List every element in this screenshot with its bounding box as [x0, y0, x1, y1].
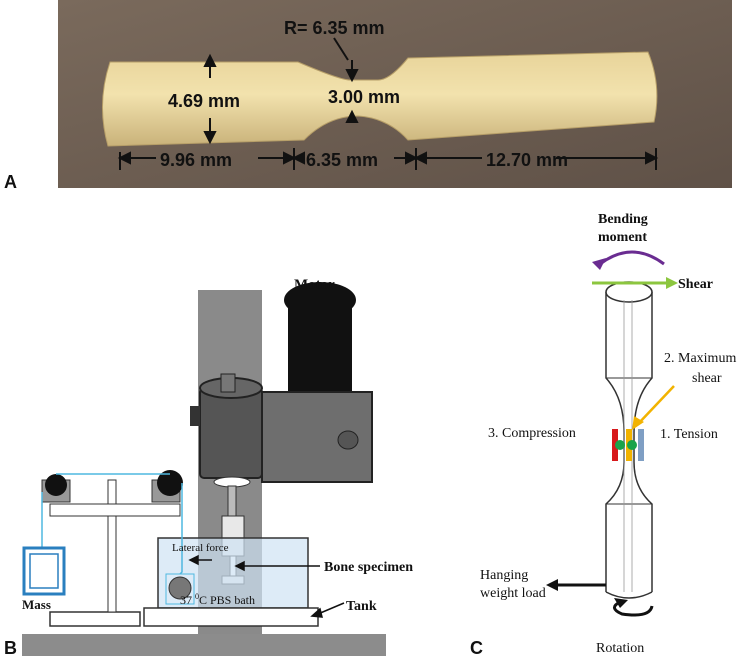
- neck-diameter-label: 3.00 mm: [328, 87, 400, 107]
- floor-base: [22, 634, 386, 656]
- tension-marker: [638, 429, 644, 461]
- motor-label: Motor: [294, 277, 335, 293]
- stand-post: [107, 479, 117, 613]
- hanging-label-line1: Hanging: [480, 568, 528, 583]
- specimen-bottom: [605, 591, 653, 599]
- stand-arm: [49, 503, 181, 517]
- max-shear-label-line2: shear: [692, 371, 722, 386]
- shear-arrowhead: [666, 277, 678, 289]
- bone-specimen-shape: [102, 51, 658, 147]
- lateral-force-arrowhead: [188, 554, 199, 566]
- stand-base: [49, 611, 141, 627]
- neck-length-label: 6.35 mm: [306, 150, 378, 170]
- radius-label: R= 6.35 mm: [284, 18, 385, 38]
- max-shear-arrowhead: [632, 416, 644, 430]
- compression-label: 3. Compression: [488, 426, 576, 441]
- rotation-label: Rotation: [596, 641, 644, 656]
- left-length-label: 9.96 mm: [160, 150, 232, 170]
- spindle-shaft: [227, 485, 237, 517]
- hanging-weight-arrowhead: [546, 579, 558, 591]
- bone-specimen-arrowhead: [234, 560, 245, 572]
- motor-body: [288, 300, 352, 396]
- contact-point-1: [615, 440, 625, 450]
- pbs-bath-label: 37 0C PBS bath: [180, 592, 255, 607]
- tank-leader: [317, 602, 345, 615]
- loading-diagram: Bending moment Shear 2. Maximum shear 3.…: [480, 212, 736, 656]
- specimen-photo: R= 6.35 mm 4.69 mm 3.00 mm 9.96 mm 6.35 …: [58, 0, 732, 188]
- apparatus-diagram: Motor Lateral force Bone specimen 37 0C …: [22, 277, 413, 656]
- hanging-label-line2: weight load: [480, 586, 546, 601]
- specimen-top-cap: [605, 281, 653, 303]
- tank-label: Tank: [346, 599, 377, 614]
- bending-label-line1: Bending: [598, 212, 648, 227]
- lateral-cable: [179, 483, 183, 575]
- bending-label-line2: moment: [598, 230, 647, 245]
- specimen-photo-drawing: R= 6.35 mm 4.69 mm 3.00 mm 9.96 mm 6.35 …: [58, 0, 732, 188]
- gear-cylinder: [199, 387, 263, 479]
- bending-moment-arrowhead: [592, 258, 606, 270]
- housing-knob: [337, 430, 359, 450]
- bone-specimen-label: Bone specimen: [324, 560, 413, 575]
- tank-base: [143, 607, 319, 627]
- max-shear-leader: [637, 385, 675, 425]
- contact-point-2: [627, 440, 637, 450]
- right-pulley-wheel: [157, 470, 183, 496]
- gear-side-tab: [190, 406, 200, 426]
- bending-moment-arrow: [599, 250, 665, 266]
- left-pulley-wheel: [45, 474, 67, 496]
- rotation-arrowhead: [614, 598, 628, 608]
- gear-cap: [220, 373, 236, 393]
- shear-label: Shear: [678, 277, 713, 292]
- panel-b-letter: B: [4, 638, 17, 658]
- end-diameter-label: 4.69 mm: [168, 91, 240, 111]
- mass-box-inner: [29, 553, 59, 589]
- max-shear-label-line1: 2. Maximum: [664, 351, 736, 366]
- lateral-force-holder: [165, 573, 195, 605]
- panel-a-letter: A: [4, 172, 17, 192]
- rotation-arrow: [613, 600, 654, 617]
- lateral-force-label: Lateral force: [172, 542, 229, 554]
- tank-arrowhead: [310, 607, 323, 618]
- mass-label: Mass: [22, 597, 51, 612]
- right-length-label: 12.70 mm: [486, 150, 568, 170]
- panel-c-letter: C: [470, 638, 483, 658]
- lateral-force-ball: [168, 576, 192, 600]
- tension-label: 1. Tension: [660, 427, 718, 442]
